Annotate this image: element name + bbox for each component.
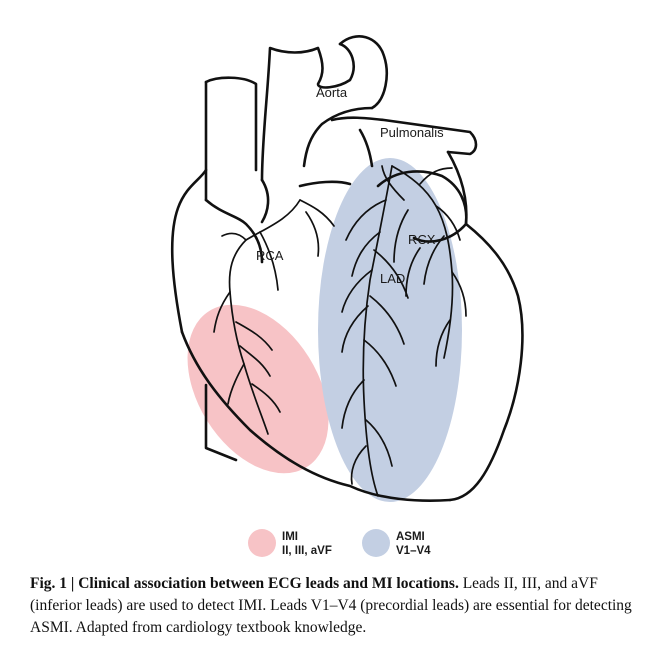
coronary-vessels: [213, 165, 467, 497]
heart-outline: [170, 35, 524, 502]
caption-title: Fig. 1 | Clinical association between EC…: [30, 575, 459, 592]
asmi-region: [318, 158, 462, 502]
legend-imi-leads: II, III, aVF: [282, 545, 332, 557]
label-rca: RCA: [256, 248, 284, 263]
caption-text: Leads II, III, and aVF (inferior leads) …: [30, 575, 632, 636]
legend-imi-swatch: [248, 529, 276, 557]
label-aorta: Aorta: [316, 85, 348, 100]
label-pulmonalis: Pulmonalis: [380, 125, 444, 140]
label-lad: LAD: [380, 271, 405, 286]
legend-imi-title: IMI: [282, 531, 298, 543]
label-rcx: RCX: [408, 232, 436, 247]
heart-diagram: Aorta Pulmonalis RCA RCX LAD IMI II, III…: [170, 35, 524, 557]
legend-asmi-swatch: [362, 529, 390, 557]
legend-asmi-title: ASMI: [396, 531, 425, 543]
legend: IMI II, III, aVF ASMI V1–V4: [248, 529, 431, 557]
legend-asmi-leads: V1–V4: [396, 545, 431, 557]
figure-caption: Fig. 1 | Clinical association between EC…: [30, 573, 642, 639]
